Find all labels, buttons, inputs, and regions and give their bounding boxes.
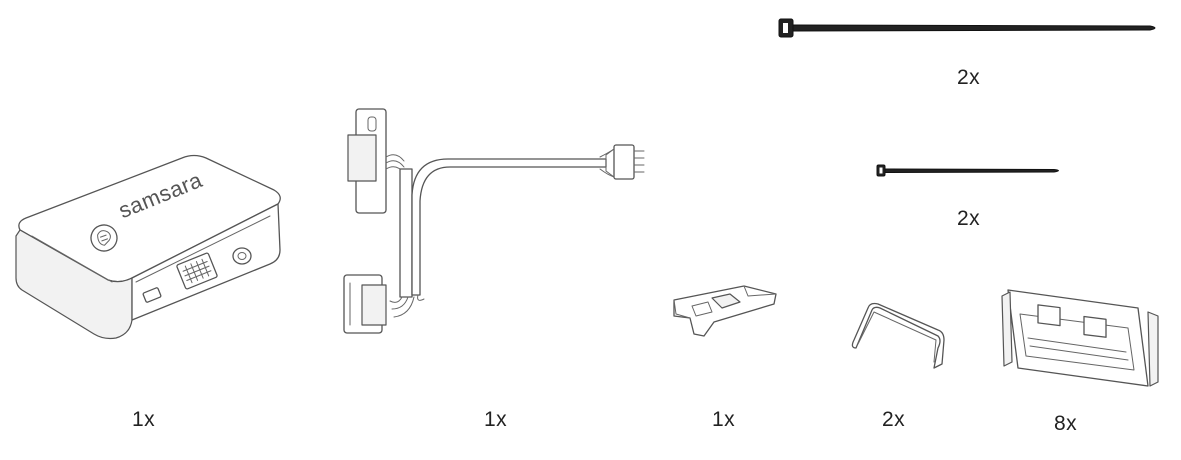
wiring-harness-icon — [343, 108, 645, 334]
cable-mount-icon — [1001, 289, 1159, 387]
cable-mount — [998, 282, 1162, 392]
zip-tie-large-qty: 2x — [957, 66, 981, 89]
zip-tie-large-icon — [778, 18, 1156, 38]
mounting-bracket — [668, 282, 780, 340]
vehicle-gateway-icon — [15, 154, 281, 340]
zip-tie-small — [876, 162, 1066, 180]
zip-tie-large — [778, 16, 1163, 42]
mounting-bracket-icon — [673, 285, 777, 337]
harness-qty: 1x — [484, 408, 508, 431]
bracket-qty: 1x — [712, 408, 736, 431]
cable-mount-qty: 8x — [1054, 412, 1078, 435]
wire-clip-icon — [851, 302, 945, 369]
vehicle-gateway: samsara — [12, 150, 294, 340]
wire-clip — [848, 302, 948, 370]
gateway-qty: 1x — [132, 408, 156, 431]
zip-tie-small-icon — [876, 164, 1059, 177]
wiring-harness — [338, 105, 648, 337]
clip-qty: 2x — [882, 408, 906, 431]
zip-tie-small-qty: 2x — [957, 207, 981, 230]
